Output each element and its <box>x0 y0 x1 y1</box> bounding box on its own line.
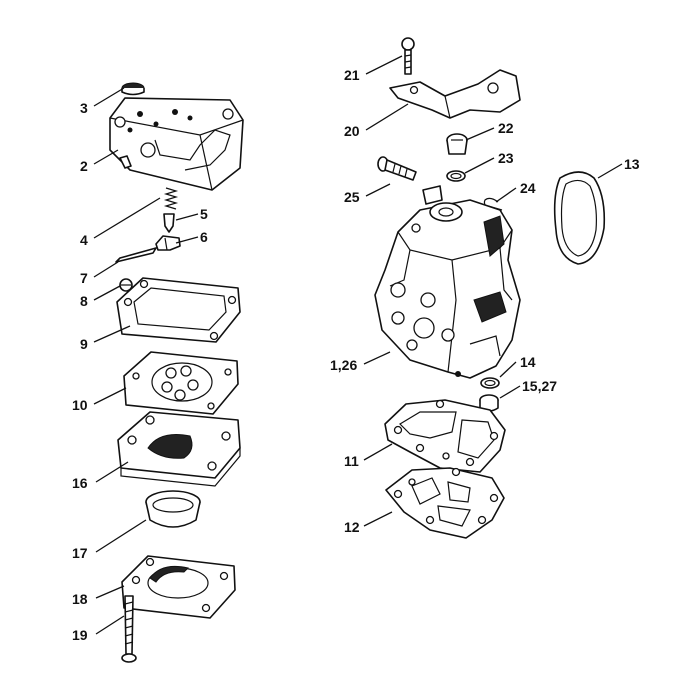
part-20-bracket <box>389 69 521 119</box>
part-13-ring <box>553 171 606 265</box>
callout-9: 9 <box>80 336 88 352</box>
callout-16: 16 <box>72 475 88 491</box>
callout-17: 17 <box>72 545 88 561</box>
leader-lines <box>93 55 623 635</box>
callout-3: 3 <box>80 100 88 116</box>
callout-20: 20 <box>344 123 360 139</box>
callout-11: 11 <box>344 453 359 469</box>
part-8-screw <box>119 278 133 292</box>
part-14-oring <box>480 377 500 389</box>
callout-7: 7 <box>80 270 88 286</box>
callout-10: 10 <box>72 397 88 413</box>
callout-18: 18 <box>72 591 88 607</box>
callout-15-27: 15,27 <box>522 378 557 394</box>
part-23-oring <box>446 170 466 182</box>
part-21-screw <box>401 37 415 75</box>
callout-25: 25 <box>344 189 360 205</box>
callout-8: 8 <box>80 293 88 309</box>
callout-2: 2 <box>80 158 88 174</box>
callout-labels: 3 2 4 5 6 7 8 9 10 16 17 18 19 21 20 22 … <box>72 67 640 643</box>
part-5-needle <box>163 213 175 233</box>
callout-1-26: 1,26 <box>330 357 357 373</box>
callout-23: 23 <box>498 150 514 166</box>
callout-5: 5 <box>200 206 208 222</box>
part-1-26-carburetor-body <box>374 185 521 379</box>
callout-21: 21 <box>344 67 360 83</box>
callout-6: 6 <box>200 229 208 245</box>
callout-14: 14 <box>520 354 536 370</box>
part-11-gasket <box>384 399 506 473</box>
callout-19: 19 <box>72 627 88 643</box>
callout-22: 22 <box>498 120 514 136</box>
part-12-diaphragm <box>385 467 505 539</box>
part-18-base-plate <box>121 555 236 619</box>
part-3-screen <box>121 82 145 96</box>
part-6-lever <box>155 235 181 251</box>
part-19-screw <box>121 595 137 663</box>
part-25-bolt <box>377 156 417 181</box>
part-2-pump-cover <box>109 97 244 191</box>
part-16-body-plate <box>117 411 241 487</box>
callout-13: 13 <box>624 156 640 172</box>
part-7-pin <box>115 247 157 263</box>
callout-4: 4 <box>80 232 88 248</box>
callout-24: 24 <box>520 180 536 196</box>
part-17-cup <box>145 490 201 528</box>
callout-12: 12 <box>344 519 360 535</box>
part-22-adjuster <box>446 133 468 155</box>
part-9-gasket <box>116 277 241 343</box>
part-10-diaphragm <box>123 351 239 415</box>
part-4-spring <box>163 187 179 210</box>
